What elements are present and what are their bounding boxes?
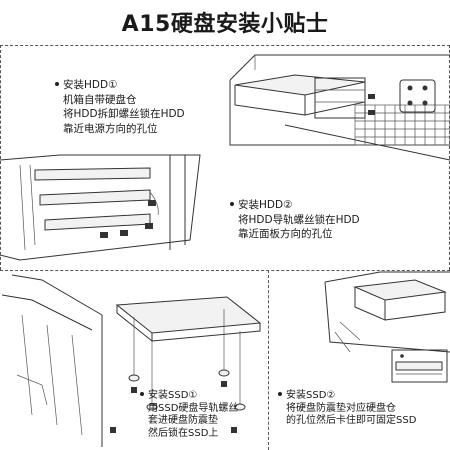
bullet-dot-icon	[55, 82, 59, 86]
note-ssd2-heading: 安装SSD②	[286, 390, 336, 401]
note-hdd1-line-3: 靠近电源方向的孔位	[63, 122, 158, 135]
note-hdd1-heading: 安装HDD①	[63, 79, 118, 91]
note-ssd1-line-2: 套进硬盘防震垫	[148, 415, 218, 426]
note-ssd2-line-2: 的孔位然后卡住即可固定SSD	[286, 415, 417, 426]
note-ssd1-heading: 安装SSD①	[148, 390, 198, 401]
note-ssd1-line-1: 用SSD硬盘导轨螺丝	[148, 402, 239, 414]
section-divider-top	[0, 45, 450, 46]
ssd-mount-illustration	[324, 271, 450, 383]
note-hdd2-line-1: 将HDD导轨螺丝锁在HDD	[238, 213, 360, 226]
hdd-rail-illustration	[0, 154, 201, 261]
screw-icon	[110, 381, 237, 433]
note-hdd2-line-2: 靠近面板方向的孔位	[238, 228, 333, 240]
note-hdd2-heading: 安装HDD②	[238, 199, 293, 211]
note-ssd2-line-1: 将硬盘防震垫对应硬盘仓	[286, 402, 396, 414]
screw-icon	[368, 94, 375, 115]
note-hdd1-line-2: 将HDD拆卸螺丝锁在HDD	[63, 108, 185, 120]
section-divider-middle	[0, 270, 450, 271]
note-hdd1: 安装HDD① 机箱自带硬盘仓 将HDD拆卸螺丝锁在HDD 靠近电源方向的孔位	[55, 78, 185, 136]
bullet-dot-icon	[278, 392, 282, 396]
note-hdd2: 安装HDD② 将HDD导轨螺丝锁在HDD 靠近面板方向的孔位	[230, 198, 360, 242]
note-hdd1-line-1: 机箱自带硬盘仓	[63, 93, 137, 106]
hdd-cage-illustration	[229, 54, 450, 161]
bullet-dot-icon	[140, 392, 144, 396]
bullet-dot-icon	[230, 202, 234, 206]
note-ssd2: 安装SSD② 将硬盘防震垫对应硬盘仓 的孔位然后卡住即可固定SSD	[278, 390, 416, 428]
section-divider-top-left	[0, 45, 1, 270]
note-ssd1-line-3: 然后锁在SSD上	[148, 427, 219, 439]
note-ssd1: 安装SSD① 用SSD硬盘导轨螺丝 套进硬盘防震垫 然后锁在SSD上	[140, 390, 238, 440]
page-title: A15硬盘安装小贴士	[121, 12, 329, 37]
grommet-icon	[128, 369, 246, 411]
section-divider-vertical	[268, 270, 269, 450]
ssd-grommet-illustration	[1, 274, 262, 447]
screw-icon	[100, 200, 156, 238]
